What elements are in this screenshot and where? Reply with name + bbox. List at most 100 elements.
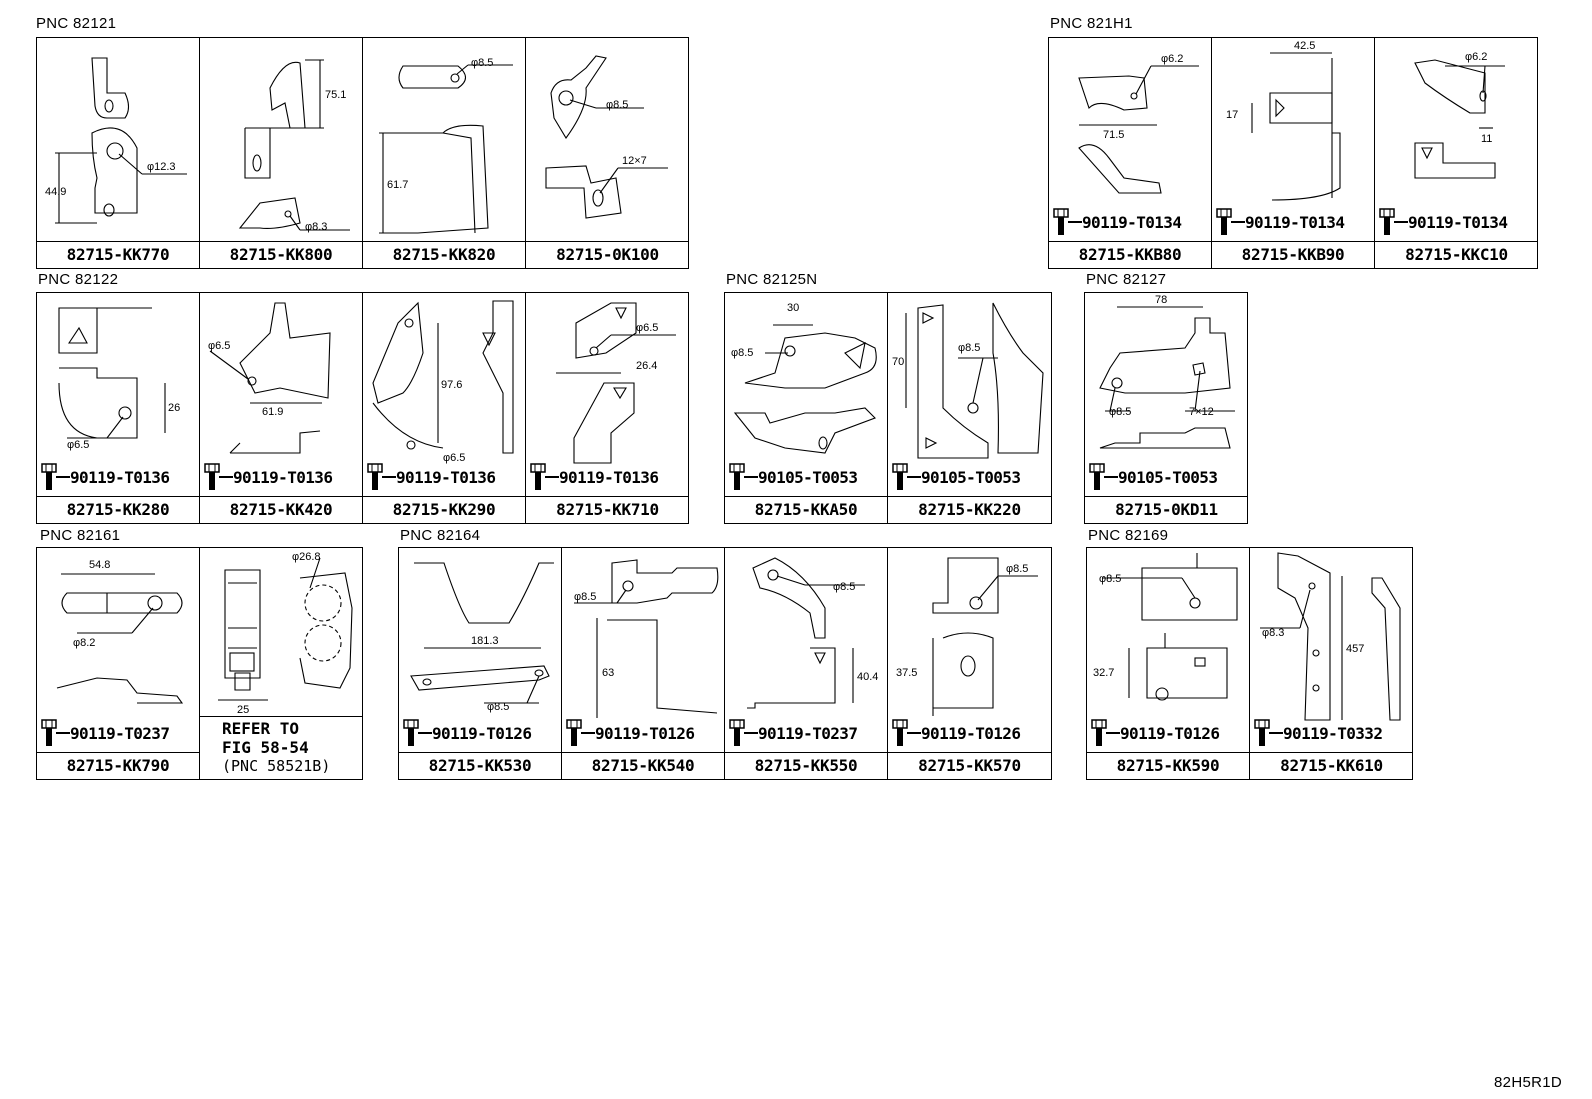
bolt-icon <box>41 719 57 746</box>
part-number[interactable]: 82715-KK420 <box>200 496 362 523</box>
part-number[interactable]: 82715-KKC10 <box>1375 241 1538 268</box>
bolt-part-number[interactable]: 90119-T0126 <box>1120 723 1220 743</box>
bolt-callout[interactable]: 90119-T0237 <box>729 719 858 747</box>
dimension-label: 11 <box>1481 133 1492 145</box>
part-cell[interactable]: 97.6 φ6.5 90119-T0136 82715-KK290 <box>363 293 526 523</box>
part-number[interactable]: 82715-KK590 <box>1087 752 1249 779</box>
bolt-callout[interactable]: 90119-T0136 <box>530 463 659 491</box>
part-number[interactable]: 82715-KK710 <box>526 496 689 523</box>
dimension-label: φ8.5 <box>731 347 753 359</box>
diagram-code: 82H5R1D <box>1494 1074 1562 1091</box>
reference-cell[interactable]: φ26.8 25 REFER TO FIG 58-54 (PNC 58521B) <box>200 548 363 779</box>
bolt-part-number[interactable]: 90119-T0237 <box>70 723 170 743</box>
bolt-part-number[interactable]: 90119-T0136 <box>70 467 170 487</box>
part-cell[interactable]: 54.8 φ8.2 90119-T0237 82715-KK790 <box>37 548 200 779</box>
part-drawing: φ8.3 457 <box>1250 548 1413 723</box>
bolt-icon <box>892 463 908 490</box>
leader-line <box>1231 221 1245 223</box>
part-cell[interactable]: 30 φ8.5 90105-T0053 82715-KKA50 <box>725 293 888 523</box>
bolt-callout[interactable]: 90119-T0126 <box>892 719 1021 747</box>
part-cell[interactable]: 70 φ8.5 90105-T0053 82715-KK220 <box>888 293 1051 523</box>
bolt-callout[interactable]: 90105-T0053 <box>892 463 1021 491</box>
leader-line <box>418 732 432 734</box>
bolt-callout[interactable]: 90119-T0126 <box>566 719 695 747</box>
part-number[interactable]: 82715-KK530 <box>399 752 561 779</box>
bolt-part-number[interactable]: 90119-T0134 <box>1408 212 1508 232</box>
part-number[interactable]: 82715-0KD11 <box>1085 496 1248 523</box>
bolt-part-number[interactable]: 90105-T0053 <box>758 467 858 487</box>
part-number[interactable]: 82715-KK610 <box>1250 752 1413 779</box>
part-number[interactable]: 82715-KK290 <box>363 496 525 523</box>
bolt-part-number[interactable]: 90119-T0136 <box>396 467 496 487</box>
part-number[interactable]: 82715-KK800 <box>200 241 362 268</box>
bolt-callout[interactable]: 90119-T0136 <box>367 463 496 491</box>
bolt-part-number[interactable]: 90119-T0126 <box>595 723 695 743</box>
bolt-part-number[interactable]: 90119-T0134 <box>1245 212 1345 232</box>
leader-line <box>545 476 559 478</box>
dimension-label: 26 <box>168 402 180 414</box>
reference-note[interactable]: REFER TO FIG 58-54 (PNC 58521B) <box>200 716 363 779</box>
part-cell[interactable]: φ6.2 71.5 90119-T0134 82715-KKB80 <box>1049 38 1212 268</box>
part-number[interactable]: 82715-KK550 <box>725 752 887 779</box>
bolt-callout[interactable]: 90119-T0332 <box>1254 719 1383 747</box>
bolt-part-number[interactable]: 90119-T0237 <box>758 723 858 743</box>
part-cell[interactable]: 26 φ6.5 90119-T0136 82715-KK280 <box>37 293 200 523</box>
part-drawing: φ6.5 61.9 <box>200 293 362 468</box>
part-cell[interactable]: φ6.2 11 90119-T0134 82715-KKC10 <box>1375 38 1538 268</box>
part-cell[interactable]: 44.9 φ12.3 82715-KK770 <box>37 38 200 268</box>
bolt-callout[interactable]: 90119-T0134 <box>1053 208 1182 236</box>
part-number[interactable]: 82715-KK820 <box>363 241 525 268</box>
bolt-part-number[interactable]: 90119-T0126 <box>432 723 532 743</box>
part-number[interactable]: 82715-KK540 <box>562 752 724 779</box>
leader-line <box>56 732 70 734</box>
bolt-part-number[interactable]: 90105-T0053 <box>921 467 1021 487</box>
part-number[interactable]: 82715-KK280 <box>37 496 199 523</box>
part-cell[interactable]: φ8.5 61.7 82715-KK820 <box>363 38 526 268</box>
part-cell[interactable]: 181.3 φ8.5 90119-T0126 82715-KK530 <box>399 548 562 779</box>
bolt-part-number[interactable]: 90119-T0126 <box>921 723 1021 743</box>
bolt-part-number[interactable]: 90119-T0134 <box>1082 212 1182 232</box>
part-number[interactable]: 82715-KK790 <box>37 752 199 779</box>
bolt-callout[interactable]: 90105-T0053 <box>729 463 858 491</box>
leader-line <box>219 476 233 478</box>
parts-group: 54.8 φ8.2 90119-T0237 82715-KK790 φ26.8 <box>36 547 363 780</box>
part-number[interactable]: 82715-KK570 <box>888 752 1051 779</box>
bolt-part-number[interactable]: 90119-T0136 <box>233 467 333 487</box>
part-cell[interactable]: φ8.5 12×7 82715-0K100 <box>526 38 689 268</box>
bolt-callout[interactable]: 90119-T0237 <box>41 719 170 747</box>
dimension-label: 54.8 <box>89 559 110 571</box>
bolt-callout[interactable]: 90119-T0134 <box>1216 208 1345 236</box>
part-cell[interactable]: 78 φ8.5 7×12 90105-T0053 82715-0KD11 <box>1085 293 1248 523</box>
bolt-callout[interactable]: 90119-T0126 <box>1091 719 1220 747</box>
bolt-part-number[interactable]: 90119-T0136 <box>559 467 659 487</box>
part-cell[interactable]: φ6.5 26.4 90119-T0136 82715-KK710 <box>526 293 689 523</box>
part-number[interactable]: 82715-KKB90 <box>1212 241 1374 268</box>
part-cell[interactable]: φ6.5 61.9 90119-T0136 82715-KK420 <box>200 293 363 523</box>
bolt-icon <box>1254 719 1270 746</box>
part-number[interactable]: 82715-KKA50 <box>725 496 887 523</box>
part-number[interactable]: 82715-KKB80 <box>1049 241 1211 268</box>
part-cell[interactable]: φ8.5 32.7 90119-T0126 82715-KK590 <box>1087 548 1250 779</box>
bolt-callout[interactable]: 90119-T0136 <box>41 463 170 491</box>
part-drawing: φ8.5 61.7 <box>363 38 525 243</box>
dimension-label: φ26.8 <box>292 551 321 563</box>
bolt-callout[interactable]: 90119-T0126 <box>403 719 532 747</box>
pnc-label: PNC 82169 <box>1088 527 1169 544</box>
part-cell[interactable]: φ8.5 40.4 90119-T0237 82715-KK550 <box>725 548 888 779</box>
part-number[interactable]: 82715-KK220 <box>888 496 1051 523</box>
bolt-callout[interactable]: 90119-T0136 <box>204 463 333 491</box>
part-cell[interactable]: 75.1 φ8.3 82715-KK800 <box>200 38 363 268</box>
bolt-part-number[interactable]: 90105-T0053 <box>1118 467 1218 487</box>
bolt-callout[interactable]: 90119-T0134 <box>1379 208 1508 236</box>
bolt-callout[interactable]: 90105-T0053 <box>1089 463 1218 491</box>
parts-group: φ8.5 32.7 90119-T0126 82715-KK590 φ8.3 4… <box>1086 547 1413 780</box>
dimension-label: φ8.2 <box>73 637 95 649</box>
part-cell[interactable]: φ8.5 37.5 90119-T0126 82715-KK570 <box>888 548 1051 779</box>
part-cell[interactable]: 42.5 17 90119-T0134 82715-KKB90 <box>1212 38 1375 268</box>
part-number[interactable]: 82715-KK770 <box>37 241 199 268</box>
part-cell[interactable]: φ8.5 63 90119-T0126 82715-KK540 <box>562 548 725 779</box>
part-cell[interactable]: φ8.3 457 90119-T0332 82715-KK610 <box>1250 548 1413 779</box>
part-number[interactable]: 82715-0K100 <box>526 241 689 268</box>
bolt-part-number[interactable]: 90119-T0332 <box>1283 723 1383 743</box>
pnc-label: PNC 82125N <box>726 271 818 288</box>
